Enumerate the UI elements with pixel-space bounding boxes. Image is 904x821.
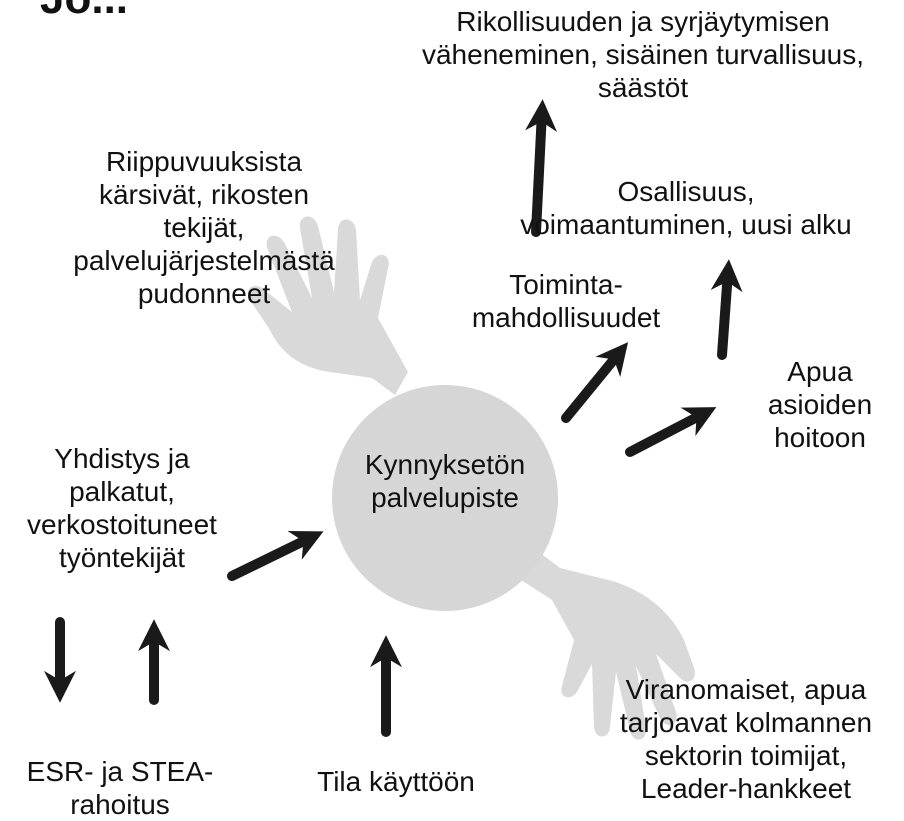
partial-title: Jo... bbox=[40, 0, 128, 24]
arrow-to-top-right bbox=[525, 99, 558, 237]
label-funding-line1: ESR- ja STEA- bbox=[26, 756, 214, 787]
label-authorities: Viranomaiset, apua tarjoavat kolmannen s… bbox=[596, 673, 896, 805]
label-authorities-line2: tarjoavat kolmannen bbox=[619, 707, 873, 738]
label-association-line3: verkostoituneet bbox=[27, 509, 217, 540]
arrow-association-to-center bbox=[227, 531, 324, 581]
label-opportunities-line1: Toiminta- bbox=[509, 269, 623, 300]
label-help-line3: hoitoon bbox=[774, 422, 866, 453]
label-association-line1: Yhdistys ja bbox=[54, 443, 190, 474]
label-help: Apua asioiden hoitoon bbox=[752, 355, 888, 454]
label-outcome-top-line3: säästöt bbox=[597, 72, 689, 103]
label-opportunities-line2: mahdollisuudet bbox=[471, 302, 661, 333]
arrow-to-opportunities bbox=[561, 342, 629, 423]
label-space-line1: Tila käyttöön bbox=[317, 766, 475, 797]
label-funding-line2: rahoitus bbox=[70, 789, 170, 820]
label-target-group: Riippuvuuksista kärsivät, rikosten tekij… bbox=[40, 145, 368, 310]
label-target-group-line3: tekijät, bbox=[163, 212, 245, 243]
label-association-line4: työntekijät bbox=[58, 542, 186, 573]
label-association: Yhdistys ja palkatut, verkostoituneet ty… bbox=[4, 442, 240, 574]
center-label: Kynnyksetön palvelupiste bbox=[345, 448, 545, 514]
upper-hand-icon bbox=[247, 216, 408, 395]
label-target-group-line4: palvelujärjestelmästä bbox=[73, 245, 335, 276]
label-target-group-line1: Riippuvuuksista bbox=[105, 146, 303, 177]
label-authorities-line4: Leader-hankkeet bbox=[640, 773, 852, 804]
label-help-line2: asioiden bbox=[767, 389, 873, 420]
label-outcome-top: Rikollisuuden ja syrjäytymisen vähenemin… bbox=[390, 5, 896, 104]
lower-hand-icon bbox=[518, 545, 695, 740]
label-authorities-line3: sektorin toimijat, bbox=[644, 740, 848, 771]
label-authorities-line1: Viranomaiset, apua bbox=[625, 674, 867, 705]
label-target-group-line2: kärsivät, rikosten bbox=[98, 179, 310, 210]
label-help-line1: Apua bbox=[787, 356, 853, 387]
label-opportunities: Toiminta- mahdollisuudet bbox=[450, 268, 682, 334]
label-space: Tila käyttöön bbox=[296, 765, 496, 798]
label-target-group-line5: pudonneet bbox=[137, 278, 271, 309]
label-outcome-top-line1: Rikollisuuden ja syrjäytymisen bbox=[456, 6, 830, 37]
center-label-line1: Kynnyksetön bbox=[364, 449, 526, 480]
label-association-line2: palkatut, bbox=[69, 476, 175, 507]
arrow-to-help bbox=[625, 407, 717, 457]
center-label-line2: palvelupiste bbox=[371, 482, 519, 513]
label-participation: Osallisuus, voimaantuminen, uusi alku bbox=[480, 175, 892, 241]
label-outcome-top-line2: väheneminen, sisäinen turvallisuus, bbox=[421, 39, 865, 70]
label-participation-line2: voimaantuminen, uusi alku bbox=[520, 209, 852, 240]
arrow-to-participation bbox=[710, 259, 743, 360]
label-funding: ESR- ja STEA- rahoitus bbox=[0, 755, 240, 821]
center-circle bbox=[332, 385, 558, 611]
label-participation-line1: Osallisuus, bbox=[617, 176, 755, 207]
